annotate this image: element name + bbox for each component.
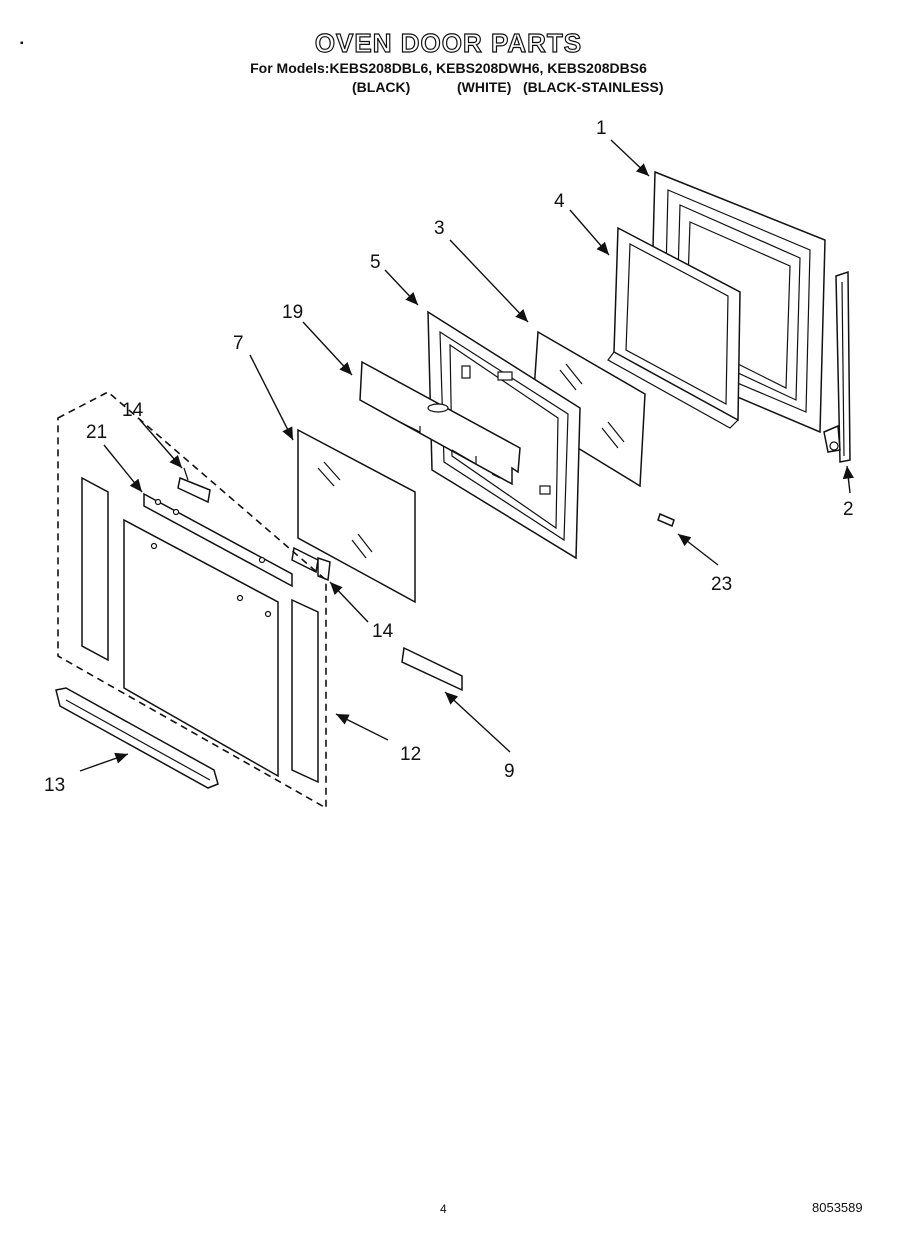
color-white-label: (WHITE) bbox=[457, 79, 512, 95]
part-4-liner bbox=[607, 226, 741, 429]
part-12-outer-door bbox=[57, 391, 327, 810]
part-9-strip bbox=[401, 646, 463, 692]
page-title: OVEN DOOR PARTS bbox=[314, 27, 583, 58]
part-21-bar bbox=[143, 492, 293, 588]
part-13-handle bbox=[55, 687, 219, 789]
color-black-stainless-label: (BLACK-STAINLESS) bbox=[523, 79, 664, 95]
models-line: For Models:KEBS208DBL6, KEBS208DWH6, KEB… bbox=[250, 60, 647, 76]
callout-7: 7 bbox=[233, 333, 244, 354]
callout-5: 5 bbox=[370, 252, 381, 273]
part-14-bracket-lower bbox=[291, 546, 331, 582]
color-black-label: (BLACK) bbox=[352, 79, 411, 95]
callout-23: 23 bbox=[711, 574, 732, 595]
part-2-hinge bbox=[823, 270, 851, 463]
callout-2: 2 bbox=[843, 499, 854, 520]
part-14-bracket-upper bbox=[177, 467, 211, 504]
part-23-clip bbox=[657, 512, 675, 528]
callout-21: 21 bbox=[86, 422, 107, 443]
callout-13: 13 bbox=[44, 775, 65, 796]
leader-lines bbox=[79, 139, 854, 772]
callout-12: 12 bbox=[400, 744, 421, 765]
callout-14-upper: 14 bbox=[122, 400, 144, 421]
callout-14-lower: 14 bbox=[372, 621, 394, 642]
callout-19: 19 bbox=[282, 302, 303, 323]
part-7-glass bbox=[297, 428, 416, 604]
callout-9: 9 bbox=[504, 761, 515, 782]
page-number: 4 bbox=[440, 1202, 447, 1216]
callout-3: 3 bbox=[434, 218, 445, 239]
callout-1: 1 bbox=[596, 118, 607, 139]
callout-4: 4 bbox=[554, 191, 565, 212]
document-number: 8053589 bbox=[812, 1200, 863, 1215]
corner-mark: ▪ bbox=[20, 38, 24, 49]
part-19-baffle bbox=[359, 360, 521, 486]
